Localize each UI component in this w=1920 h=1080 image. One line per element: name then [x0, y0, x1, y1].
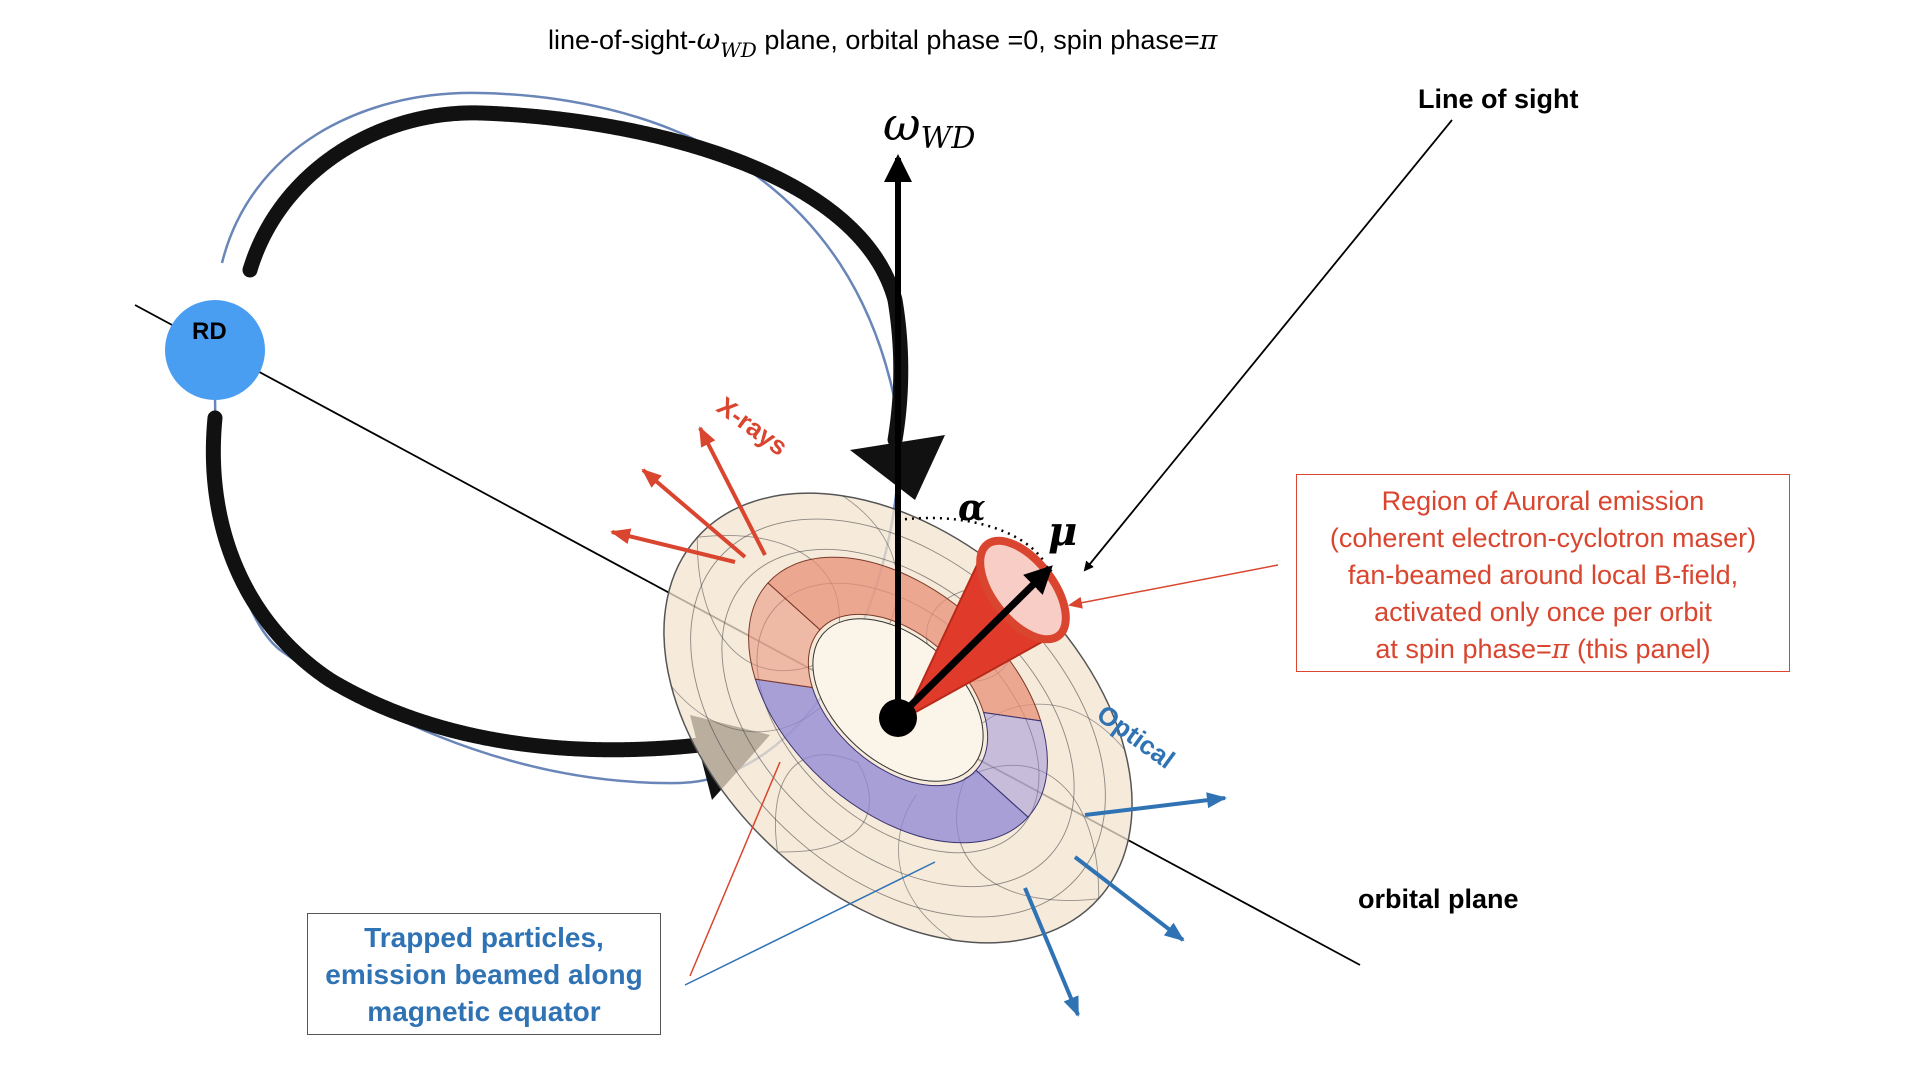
trapped-line-3: magnetic equator [367, 996, 601, 1027]
alpha-label: α [958, 487, 986, 529]
current-loop-upper [242, 105, 909, 448]
trapped-pointer-red [689, 761, 781, 977]
rd-star [165, 300, 265, 400]
auroral-line-5-prefix: at spin phase= [1375, 634, 1552, 664]
trapped-line-2: emission beamed along [325, 959, 643, 990]
omega-axis-label: ωWD [883, 97, 975, 156]
auroral-line-5: at spin phase=π (this panel) [1297, 631, 1789, 668]
magnetic-moment-arrow [895, 565, 1053, 721]
trapped-particles-callout: Trapped particles, emission beamed along… [307, 913, 661, 1035]
line-of-sight-arrow [1083, 119, 1453, 572]
auroral-line-5-pi: π [1551, 634, 1570, 665]
xrays-label: X-rays [711, 391, 793, 462]
auroral-line-4: activated only once per orbit [1374, 597, 1712, 627]
auroral-line-1: Region of Auroral emission [1381, 486, 1705, 516]
optical-arrow-2 [1073, 855, 1185, 942]
optical-arrow-1 [1084, 792, 1227, 817]
xray-arrow-2 [641, 468, 747, 559]
mu-label: μ [1048, 508, 1077, 555]
xray-arrow-1 [698, 426, 767, 556]
inner-ring-blue [754, 678, 1029, 844]
auroral-line-2: (coherent electron-cyclotron maser) [1329, 523, 1757, 553]
auroral-line-3: fan-beamed around local B-field, [1347, 560, 1739, 590]
xray-arrow-3 [610, 528, 736, 564]
white-dwarf-center [879, 699, 917, 737]
optical-arrow-3 [1023, 887, 1080, 1017]
line-of-sight-label: Line of sight [1418, 84, 1578, 114]
torus-grid-meridian [956, 764, 1100, 901]
auroral-emission-callout: Region of Auroral emission (coherent ele… [1296, 474, 1790, 672]
orbital-plane-label: orbital plane [1358, 884, 1519, 914]
rd-label: RD [192, 318, 227, 345]
torus-grid-meridian [976, 703, 1126, 751]
trapped-pointer-blue [684, 861, 936, 986]
trapped-line-1: Trapped particles, [364, 922, 604, 953]
auroral-line-5-suffix: (this panel) [1569, 634, 1711, 664]
auroral-pointer [1068, 564, 1279, 609]
inner-ring-blue-upper [975, 711, 1048, 818]
alpha-arc [897, 516, 1045, 561]
inner-ring-red-lower [748, 582, 821, 689]
diagram-title: line-of-sight-ωWD plane, orbital phase =… [548, 22, 1219, 62]
current-loop-lower [205, 410, 708, 758]
